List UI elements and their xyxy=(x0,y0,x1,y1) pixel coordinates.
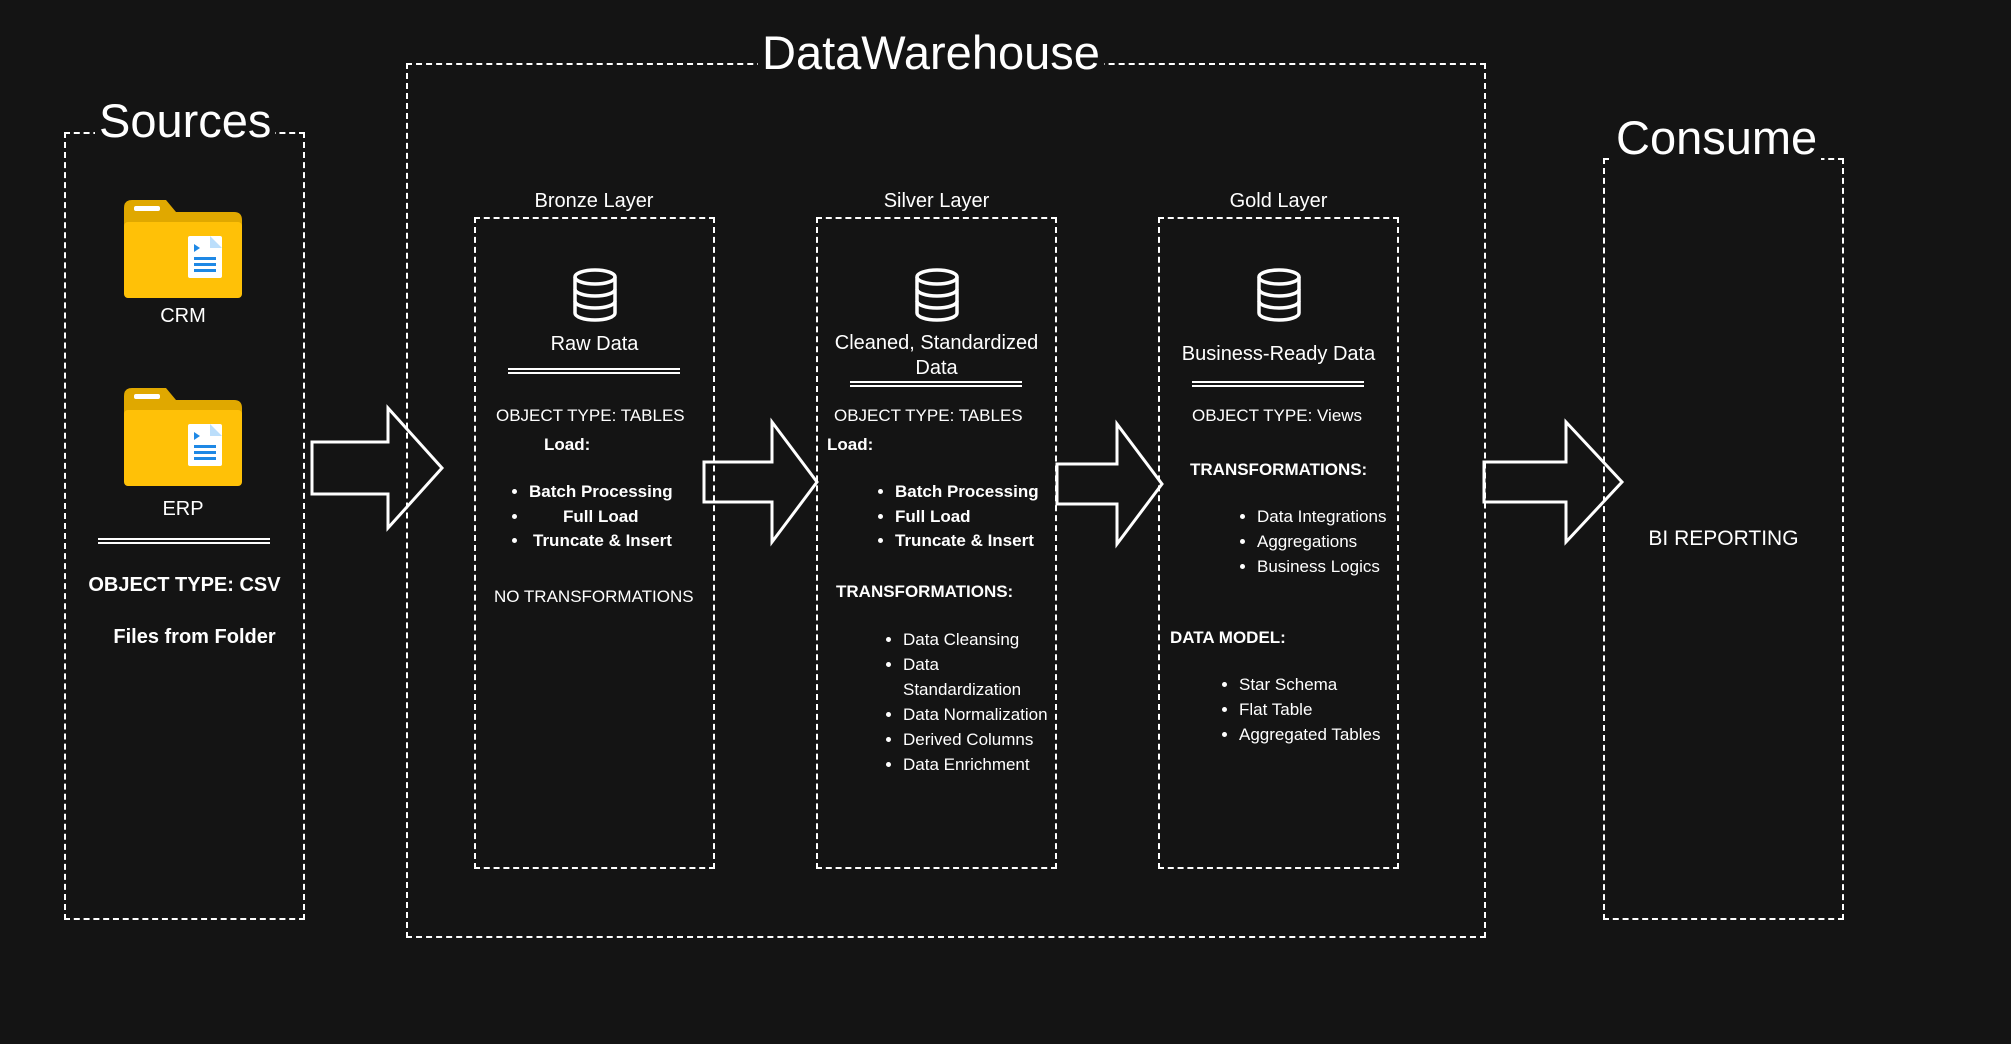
silver-divider xyxy=(850,381,1022,387)
silver-load-label: Load: xyxy=(827,435,874,454)
silver-transformations-list: Data Cleansing Data Standardization Data… xyxy=(879,627,1048,777)
list-item: Data Cleansing xyxy=(903,627,1048,652)
list-item: Derived Columns xyxy=(903,727,1048,752)
bronze-transformations: NO TRANSFORMATIONS xyxy=(494,587,694,606)
sources-title: Sources xyxy=(95,97,276,144)
gold-data-model-list: Star Schema Flat Table Aggregated Tables xyxy=(1215,672,1380,747)
silver-transformations-label: TRANSFORMATIONS: xyxy=(836,582,1014,601)
gold-data-label: Business-Ready Data xyxy=(1181,343,1376,365)
sources-files-label: Files from Folder xyxy=(113,626,276,648)
gold-data-model-label: DATA MODEL: xyxy=(1170,628,1286,647)
gold-transformations-list: Data Integrations Aggregations Business … xyxy=(1233,504,1386,579)
bronze-object-type: OBJECT TYPE: TABLES xyxy=(496,406,685,425)
sources-object-type: OBJECT TYPE: CSV xyxy=(88,574,281,596)
silver-data-label-line-2: Data xyxy=(915,357,958,379)
list-item: Batch Processing xyxy=(529,480,673,505)
gold-divider xyxy=(1192,381,1364,387)
silver-layer-title: Silver Layer xyxy=(883,190,990,212)
gold-layer-box xyxy=(1158,217,1399,869)
silver-object-type: OBJECT TYPE: TABLES xyxy=(834,406,1023,425)
crm-label: CRM xyxy=(160,305,206,327)
list-item: Full Load xyxy=(529,505,673,530)
bronze-data-label: Raw Data xyxy=(550,333,639,355)
list-item: Full Load xyxy=(895,505,1039,530)
crm-folder-icon xyxy=(124,200,242,298)
bronze-layer-box xyxy=(474,217,715,869)
gold-layer-title: Gold Layer xyxy=(1229,190,1328,212)
silver-load-list: Batch Processing Full Load Truncate & In… xyxy=(871,480,1039,554)
database-icon xyxy=(573,268,617,322)
list-item: Aggregations xyxy=(1257,529,1386,554)
silver-data-label: Cleaned, Standardized Data xyxy=(816,331,1057,381)
right-arrow-icon xyxy=(1482,418,1625,546)
gold-transformations-label: TRANSFORMATIONS: xyxy=(1190,460,1368,479)
database-icon xyxy=(1257,268,1301,322)
list-item: Truncate & Insert xyxy=(895,529,1039,554)
consume-title: Consume xyxy=(1612,114,1822,161)
database-icon xyxy=(915,268,959,322)
bronze-load-list: Batch Processing Full Load Truncate & In… xyxy=(505,480,673,554)
list-item: Aggregated Tables xyxy=(1239,722,1380,747)
list-item: Data Standardization xyxy=(903,652,1048,702)
bronze-load-label: Load: xyxy=(544,435,591,454)
list-item: Star Schema xyxy=(1239,672,1380,697)
gold-object-type: OBJECT TYPE: Views xyxy=(1192,406,1363,425)
erp-folder-icon xyxy=(124,388,242,486)
silver-data-label-line-1: Cleaned, Standardized xyxy=(834,332,1039,354)
right-arrow-icon xyxy=(310,404,445,532)
silver-layer-box xyxy=(816,217,1057,869)
bronze-divider xyxy=(508,368,680,374)
datawarehouse-title: DataWarehouse xyxy=(758,29,1104,76)
erp-label: ERP xyxy=(162,498,204,520)
right-arrow-icon xyxy=(1055,419,1164,549)
list-item: Batch Processing xyxy=(895,480,1039,505)
list-item: Truncate & Insert xyxy=(529,529,673,554)
list-item: Data Enrichment xyxy=(903,752,1048,777)
list-item: Flat Table xyxy=(1239,697,1380,722)
bronze-layer-title: Bronze Layer xyxy=(534,190,654,212)
right-arrow-icon xyxy=(702,417,819,547)
bi-reporting-label: BI REPORTING xyxy=(1648,527,1799,550)
sources-divider xyxy=(98,538,270,544)
list-item: Business Logics xyxy=(1257,554,1386,579)
list-item: Data Integrations xyxy=(1257,504,1386,529)
list-item: Data Normalization xyxy=(903,702,1048,727)
